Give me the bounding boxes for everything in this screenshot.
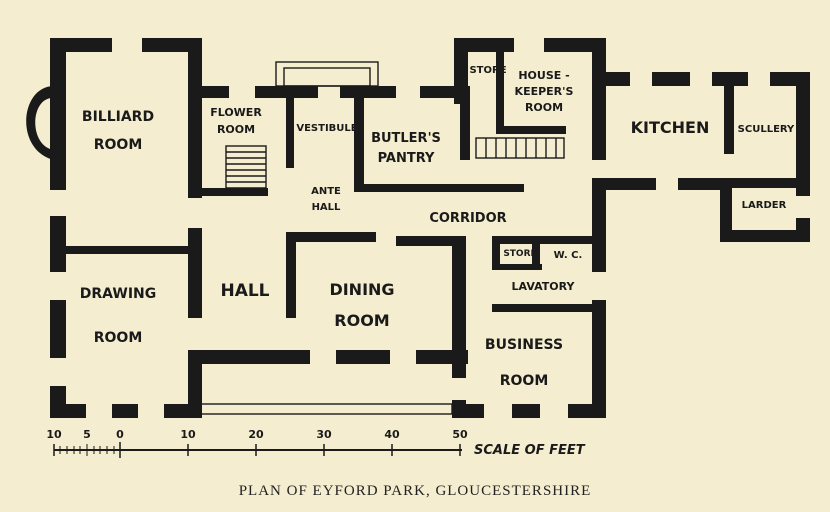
scale-tick-label: 20 xyxy=(248,428,264,441)
drawing-room-label-1: DRAWING xyxy=(80,286,156,302)
plan-caption: PLAN OF EYFORD PARK, GLOUCESTERSHIRE xyxy=(238,483,592,499)
corridor-label: CORRIDOR xyxy=(429,211,506,226)
butlers-pantry-label-2: PANTRY xyxy=(378,151,435,166)
butlers-pantry-label-1: BUTLER'S xyxy=(371,131,441,146)
scale-tick-label: 30 xyxy=(316,428,332,441)
scale-tick-label: 10 xyxy=(46,428,62,441)
vestibule-label: VESTIBULE xyxy=(296,123,357,134)
kitchen-label: KITCHEN xyxy=(631,118,710,137)
scale-label: SCALE OF FEET xyxy=(474,443,586,458)
scale-tick-label: 0 xyxy=(116,428,124,441)
windows xyxy=(50,38,810,418)
scale-tick-label: 50 xyxy=(452,428,468,441)
drawing-room-label-2: ROOM xyxy=(94,330,143,346)
floor-plan: BILLIARD ROOM FLOWER ROOM VESTIBULE ANTE… xyxy=(26,38,810,458)
dining-room-label-2: ROOM xyxy=(334,311,389,330)
lavatory-label: LAVATORY xyxy=(512,280,576,293)
housekeepers-room-label-2: KEEPER'S xyxy=(515,85,574,98)
scale-tick-label: 5 xyxy=(83,428,91,441)
flower-room-label-1: FLOWER xyxy=(210,106,262,119)
staircases xyxy=(199,61,565,415)
hall-label: HALL xyxy=(220,281,269,301)
billiard-room-label-2: ROOM xyxy=(94,137,143,153)
scullery-label: SCULLERY xyxy=(738,124,795,135)
larder-label: LARDER xyxy=(742,200,787,211)
room-labels: BILLIARD ROOM FLOWER ROOM VESTIBULE ANTE… xyxy=(80,65,795,389)
ante-hall-label-1: ANTE xyxy=(311,186,341,197)
scale-tick-label: 40 xyxy=(384,428,400,441)
scale-bar: 10 5 0 10 20 30 40 50 SCALE OF FEET xyxy=(46,428,586,458)
store-label-2: STORE xyxy=(503,249,536,259)
ante-hall-label-2: HALL xyxy=(312,202,341,213)
billiard-room-label-1: BILLIARD xyxy=(82,109,154,125)
dining-room-label-1: DINING xyxy=(329,280,394,299)
scale-tick-label: 10 xyxy=(180,428,196,441)
flower-room-label-2: ROOM xyxy=(217,123,255,136)
store-label-1: STORE xyxy=(469,65,506,76)
wc-label: W. C. xyxy=(554,250,583,261)
business-room-label-2: ROOM xyxy=(500,373,549,389)
housekeepers-room-label-3: ROOM xyxy=(525,101,563,114)
business-room-label-1: BUSINESS xyxy=(485,337,563,353)
housekeepers-room-label-1: HOUSE - xyxy=(518,69,569,82)
